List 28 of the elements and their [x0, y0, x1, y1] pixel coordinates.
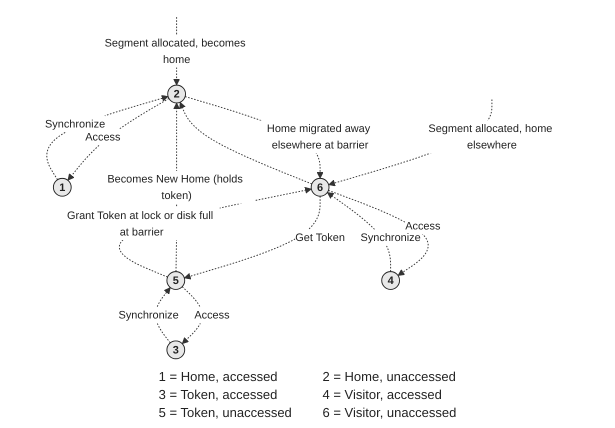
edge-label: Access — [405, 219, 440, 232]
legend-text: 6 = Visitor, unaccessed — [322, 405, 456, 420]
arrow — [179, 102, 312, 184]
edge-label: Segment allocated, becomes home — [104, 36, 246, 66]
arrow — [68, 98, 170, 181]
arrow — [46, 94, 168, 180]
edge-label: Access — [194, 308, 230, 322]
edge-label: Get Token — [295, 230, 345, 244]
node-circle: 5 — [166, 271, 186, 290]
edge-label: Synchronize — [360, 230, 421, 244]
edge-label: Grant Token at lock or disk full at barrier — [66, 208, 214, 238]
node-circle: 4 — [381, 271, 400, 290]
edge-label: Synchronize — [118, 308, 179, 322]
edge-label: Segment allocated, home elsewhere — [428, 122, 552, 151]
legend-text: 4 = Visitor, accessed — [322, 387, 443, 402]
edge-label: Synchronize — [44, 117, 106, 130]
node-circle: 1 — [52, 178, 72, 197]
edge-label: Access — [85, 130, 120, 143]
edge-label: Becomes New Home (holds token) — [107, 172, 243, 202]
legend-text: 2 = Home, unaccessed — [322, 369, 456, 384]
edge-label: Home migrated away elsewhere at barrier — [266, 122, 370, 151]
node-circle: 6 — [310, 178, 330, 197]
legend-text: 3 = Token, accessed — [158, 387, 278, 402]
legend-text: 1 = Home, accessed — [158, 369, 279, 384]
node-circle: 2 — [167, 84, 186, 104]
node-circle: 3 — [166, 340, 186, 360]
legend-text: 5 = Token, unaccessed — [158, 405, 292, 420]
arrow — [184, 196, 321, 280]
